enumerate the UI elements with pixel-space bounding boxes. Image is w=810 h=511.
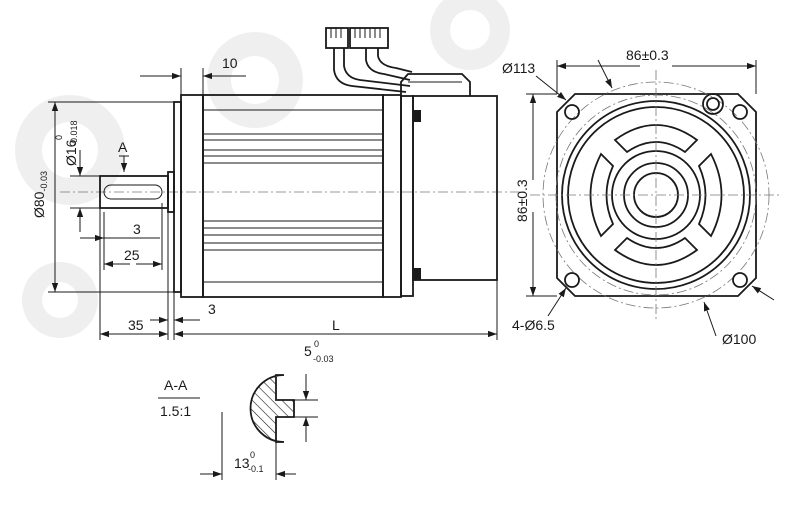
dim-outer-dia: Ø113 <box>502 60 535 76</box>
dim-pcd: Ø100 <box>722 331 756 347</box>
cable-3 <box>365 48 411 81</box>
front-view: 86±0.3 86±0.3 Ø113 4-Ø6.5 Ø100 <box>502 47 780 347</box>
section-hatch <box>250 375 294 442</box>
dim-keyway-length: 25 <box>124 247 140 263</box>
boss-outer <box>702 93 724 115</box>
window-top <box>613 124 699 154</box>
hole-bottom-left <box>564 272 580 288</box>
dim-key-width-low: -0.03 <box>313 354 334 364</box>
dim-spigot: 3 <box>208 301 216 317</box>
dim-key-width: 5 <box>304 343 312 359</box>
dim-key-depth-up: 0 <box>250 450 255 460</box>
svg-text:Ø16: Ø16 <box>63 139 79 166</box>
window-left <box>589 152 615 238</box>
cable-1 <box>333 48 407 93</box>
dim-shaft-length: 35 <box>128 317 144 333</box>
dim-key-depth: 13 <box>234 455 250 471</box>
plug-right <box>349 27 389 49</box>
bolt-bottom <box>413 268 421 280</box>
cable-4 <box>377 48 413 73</box>
flange-square <box>556 93 757 297</box>
hole-top-right <box>732 104 748 120</box>
hole-top-left <box>564 104 580 120</box>
dim-total-length: L <box>332 317 340 333</box>
rear-ring <box>400 95 414 297</box>
dim-shaft-dia-low: -0.018 <box>69 120 79 146</box>
dim-body-dia: Ø80 <box>31 191 47 218</box>
dim-key-depth-low: -0.1 <box>248 464 264 474</box>
dim-key-offset: 3 <box>133 221 141 237</box>
cable-2 <box>343 48 411 87</box>
encoder-housing <box>412 95 498 281</box>
bolt-top <box>413 110 421 122</box>
dim-flange-thickness: 10 <box>222 55 238 71</box>
dim-key-width-up: 0 <box>314 339 319 349</box>
front-flange <box>173 101 182 293</box>
keyway <box>103 184 163 200</box>
dim-top-width: 86±0.3 <box>626 47 669 63</box>
rear-flange <box>382 94 402 298</box>
section-a-a: A-A 1.5:1 5 0 -0.03 13 0 -0.1 <box>158 339 334 480</box>
section-label: A-A <box>164 377 188 393</box>
section-marker-a: A <box>118 139 128 155</box>
side-view: 10 Ø80-0.03 Ø16 0 -0.018 A 3 25 <box>31 27 525 340</box>
dim-shaft-dia-up: 0 <box>54 135 64 140</box>
connector-box <box>400 73 471 96</box>
dim-shaft-dia: Ø16 <box>63 139 79 166</box>
dim-mounting-holes: 4-Ø6.5 <box>512 317 555 333</box>
svg-text:Ø80-0.03: Ø80-0.03 <box>31 171 49 218</box>
dim-body-dia-tol: -0.03 <box>39 171 49 192</box>
watermark <box>15 0 510 338</box>
window-bottom <box>613 236 699 266</box>
section-outline <box>249 374 295 443</box>
plug-left <box>325 27 349 49</box>
dim-side-height: 86±0.3 <box>514 179 530 222</box>
boss-inner <box>706 97 720 111</box>
section-scale: 1.5:1 <box>160 403 191 419</box>
flange-plate <box>180 94 204 298</box>
window-right <box>697 152 723 238</box>
motor-body <box>202 94 384 298</box>
hole-bottom-right <box>732 272 748 288</box>
